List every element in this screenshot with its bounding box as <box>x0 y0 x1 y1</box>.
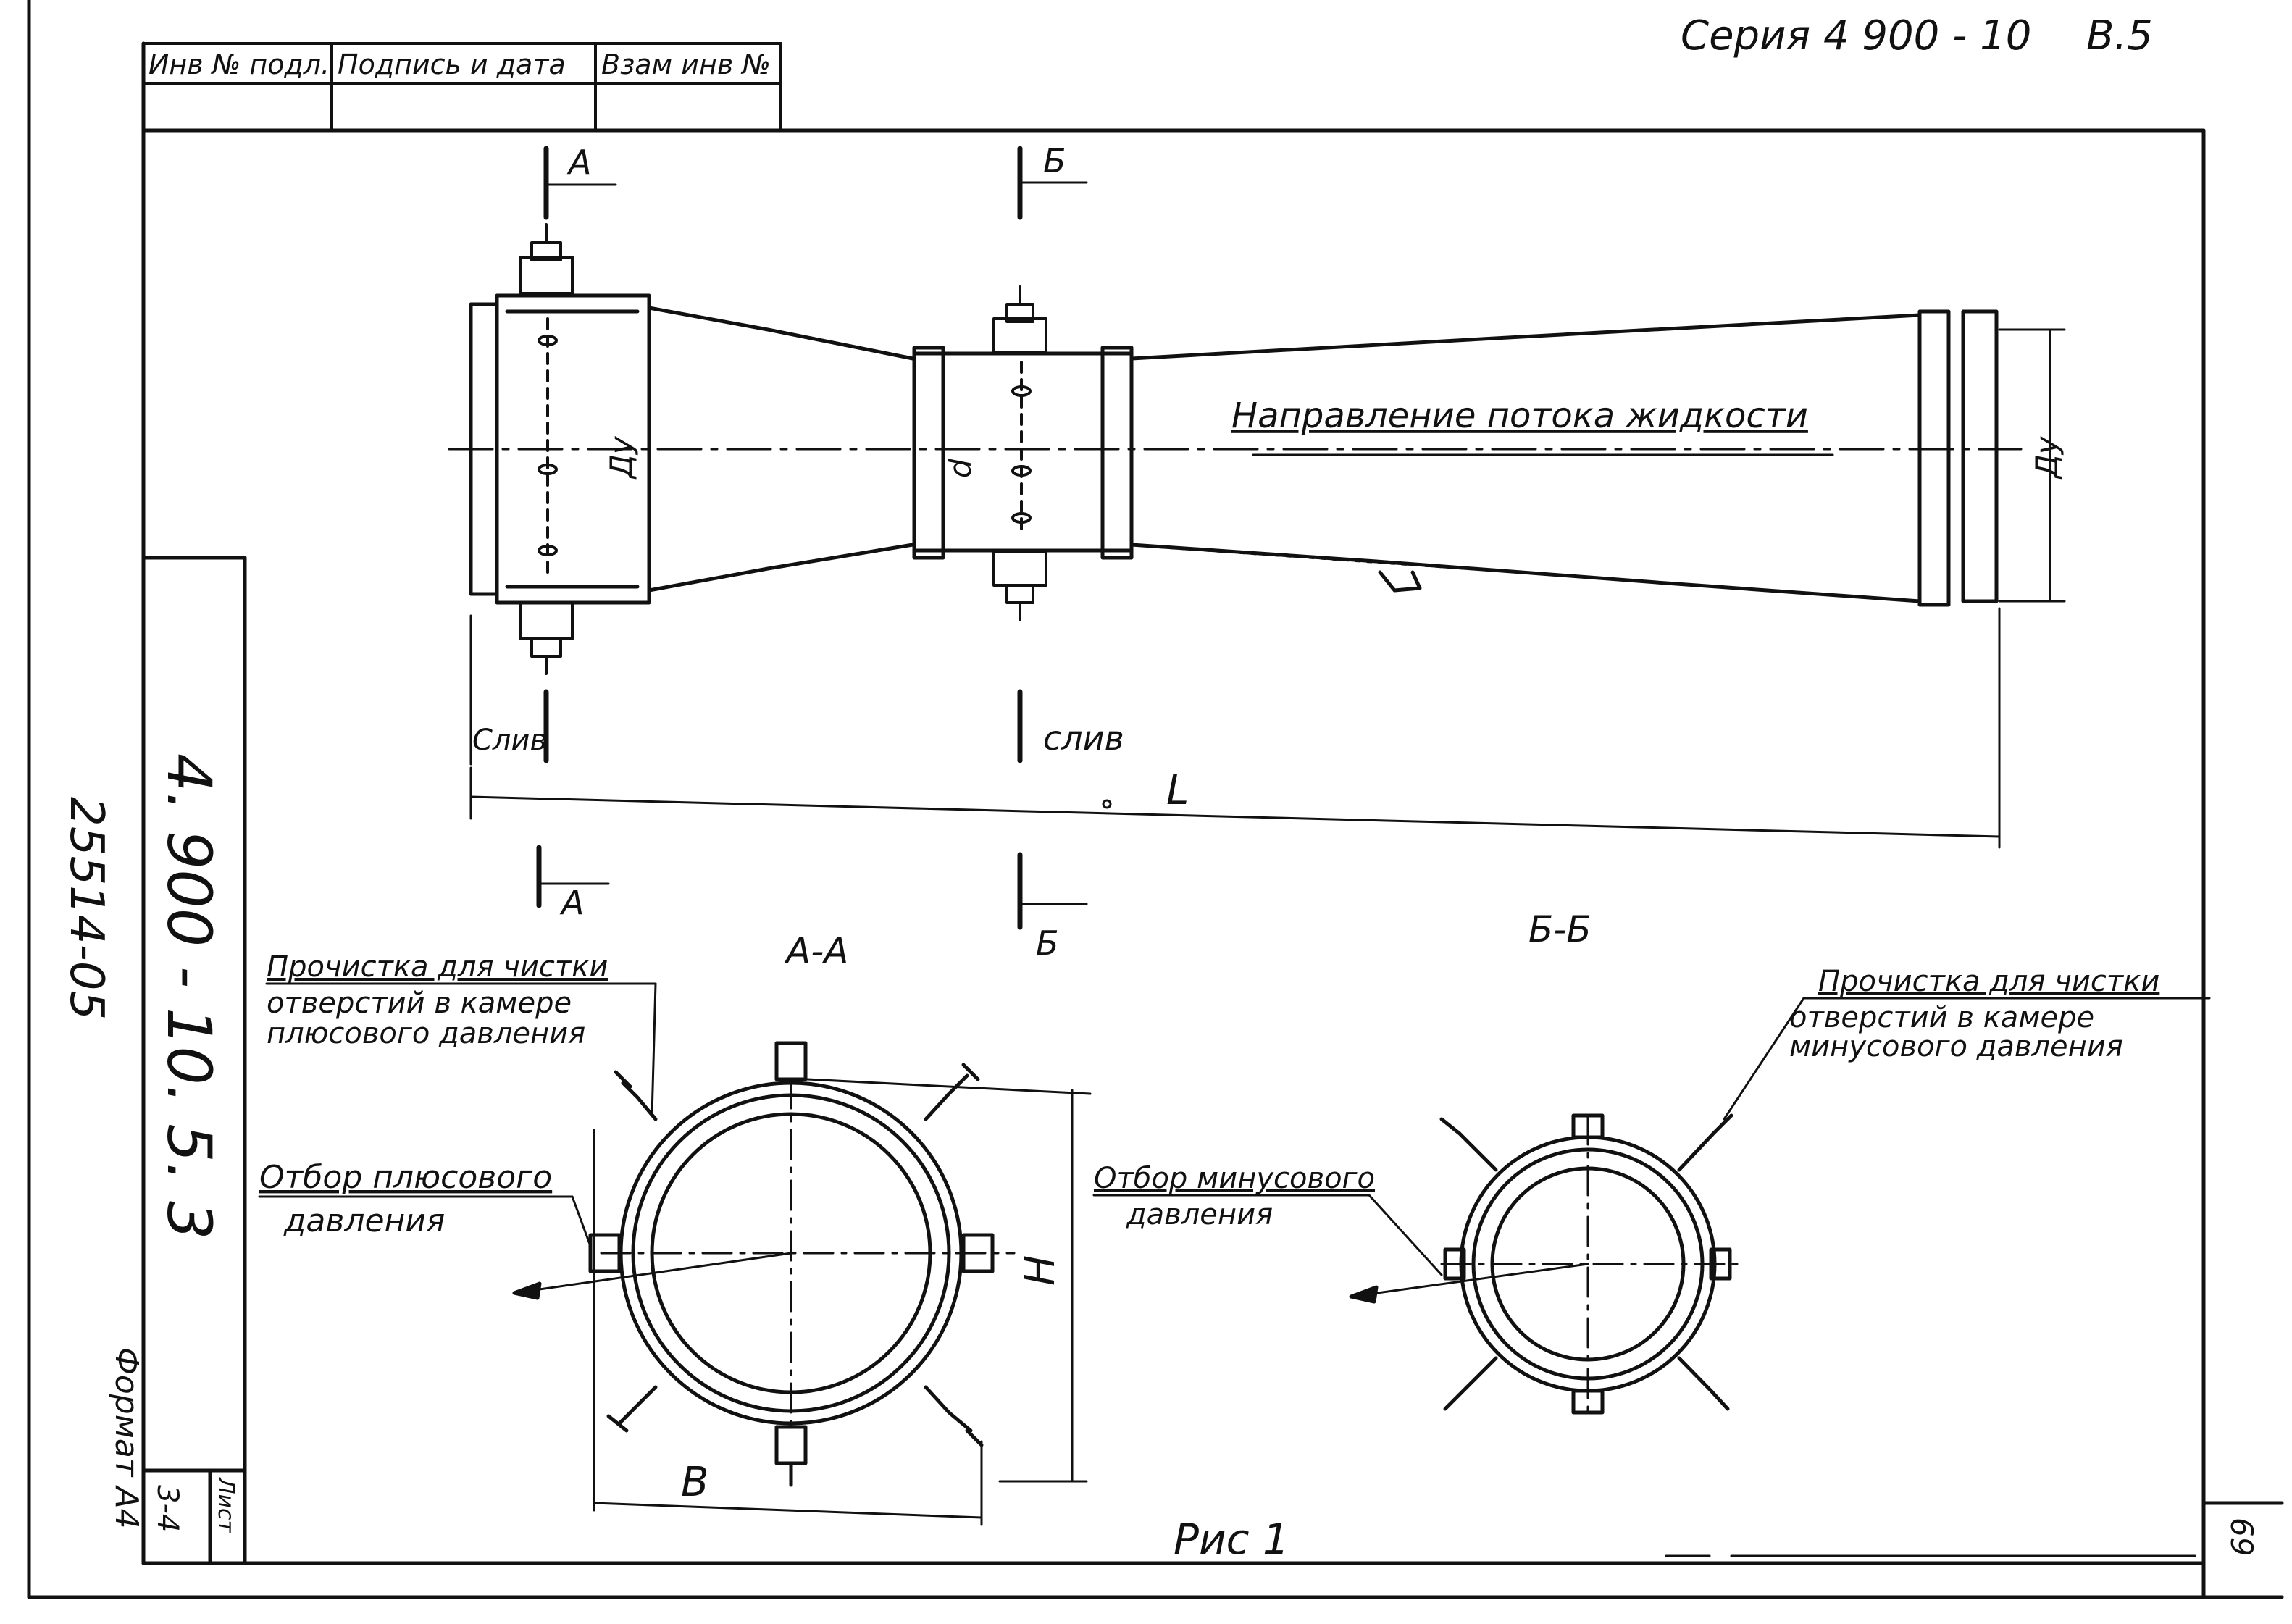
stamp-col-inv: Инв № подл. <box>149 49 330 80</box>
dim-du-left: Ду <box>603 435 639 480</box>
section-a-dimensions <box>593 1078 1092 1526</box>
callout-clean-plus-line1: Прочистка для чистки <box>267 950 608 984</box>
section-b-title: Б-Б <box>1528 908 1592 950</box>
dim-length-line <box>469 607 2001 849</box>
dim-b-label: B <box>681 1459 708 1506</box>
stamp-table: Инв № подл. Подпись и дата Взам инв № <box>142 42 782 132</box>
section-mark-a-bottom: А <box>559 883 584 922</box>
callout-tap-minus-line2: давления <box>1126 1198 1273 1231</box>
callout-clean-minus-line2: отверстий в камере <box>1789 1001 2094 1034</box>
figure-caption: Рис 1 <box>1174 1515 1289 1564</box>
dim-du-right: Ду <box>2029 435 2065 480</box>
callout-tap-minus-line1: Отбор минусового <box>1094 1162 1375 1195</box>
document-number: 4. 900 - 10. 5. 3 <box>154 753 225 1239</box>
drain-label-right: слив <box>1043 719 1124 758</box>
archive-number: 25514-05 <box>59 797 113 1020</box>
dim-du-right-lines <box>1998 328 2066 603</box>
sheet-value: 3-4 <box>151 1485 184 1532</box>
callout-clean-plus-line3: плюсового давления <box>267 1017 585 1050</box>
callout-tap-plus-line2: давления <box>283 1202 445 1239</box>
section-arrows <box>538 181 1088 905</box>
sheet-label: Лист <box>213 1477 238 1534</box>
dim-h-label: H <box>1017 1255 1064 1286</box>
callout-clean-minus-line1: Прочистка для чистки <box>1818 965 2159 998</box>
drain-label-left: Слив <box>472 724 547 757</box>
stamp-col-replace: Взам инв № <box>601 49 771 80</box>
series-number: Серия 4 900 - 10 <box>1681 12 2031 59</box>
section-a-title: А-А <box>784 930 848 972</box>
callout-tap-plus-line1: Отбор плюсового <box>259 1159 552 1196</box>
section-mark-a-top: А <box>566 143 591 182</box>
stamp-col-sign: Подпись и дата <box>338 49 566 80</box>
flow-direction-label: Направление потока жидкости <box>1231 395 1808 436</box>
section-a-view <box>512 1041 1016 1487</box>
sheet-frame <box>27 0 2284 1599</box>
format-label: Формат А4 <box>108 1347 145 1529</box>
section-cut-lines <box>536 146 1023 930</box>
section-mark-b-top: Б <box>1043 141 1066 180</box>
dim-length-label: L <box>1166 767 1189 814</box>
dim-d-throat: d <box>942 459 978 478</box>
venturi-tube <box>448 293 2023 607</box>
section-b-view <box>1349 1113 1740 1421</box>
page-number: 69 <box>2224 1518 2259 1556</box>
chamber-fittings <box>519 223 1047 675</box>
section-mark-b-bottom: Б <box>1036 924 1059 963</box>
volume-number: В.5 <box>2086 12 2153 59</box>
callout-clean-minus-line3: минусового давления <box>1789 1030 2123 1063</box>
callout-clean-plus-line2: отверстий в камере <box>267 987 572 1020</box>
